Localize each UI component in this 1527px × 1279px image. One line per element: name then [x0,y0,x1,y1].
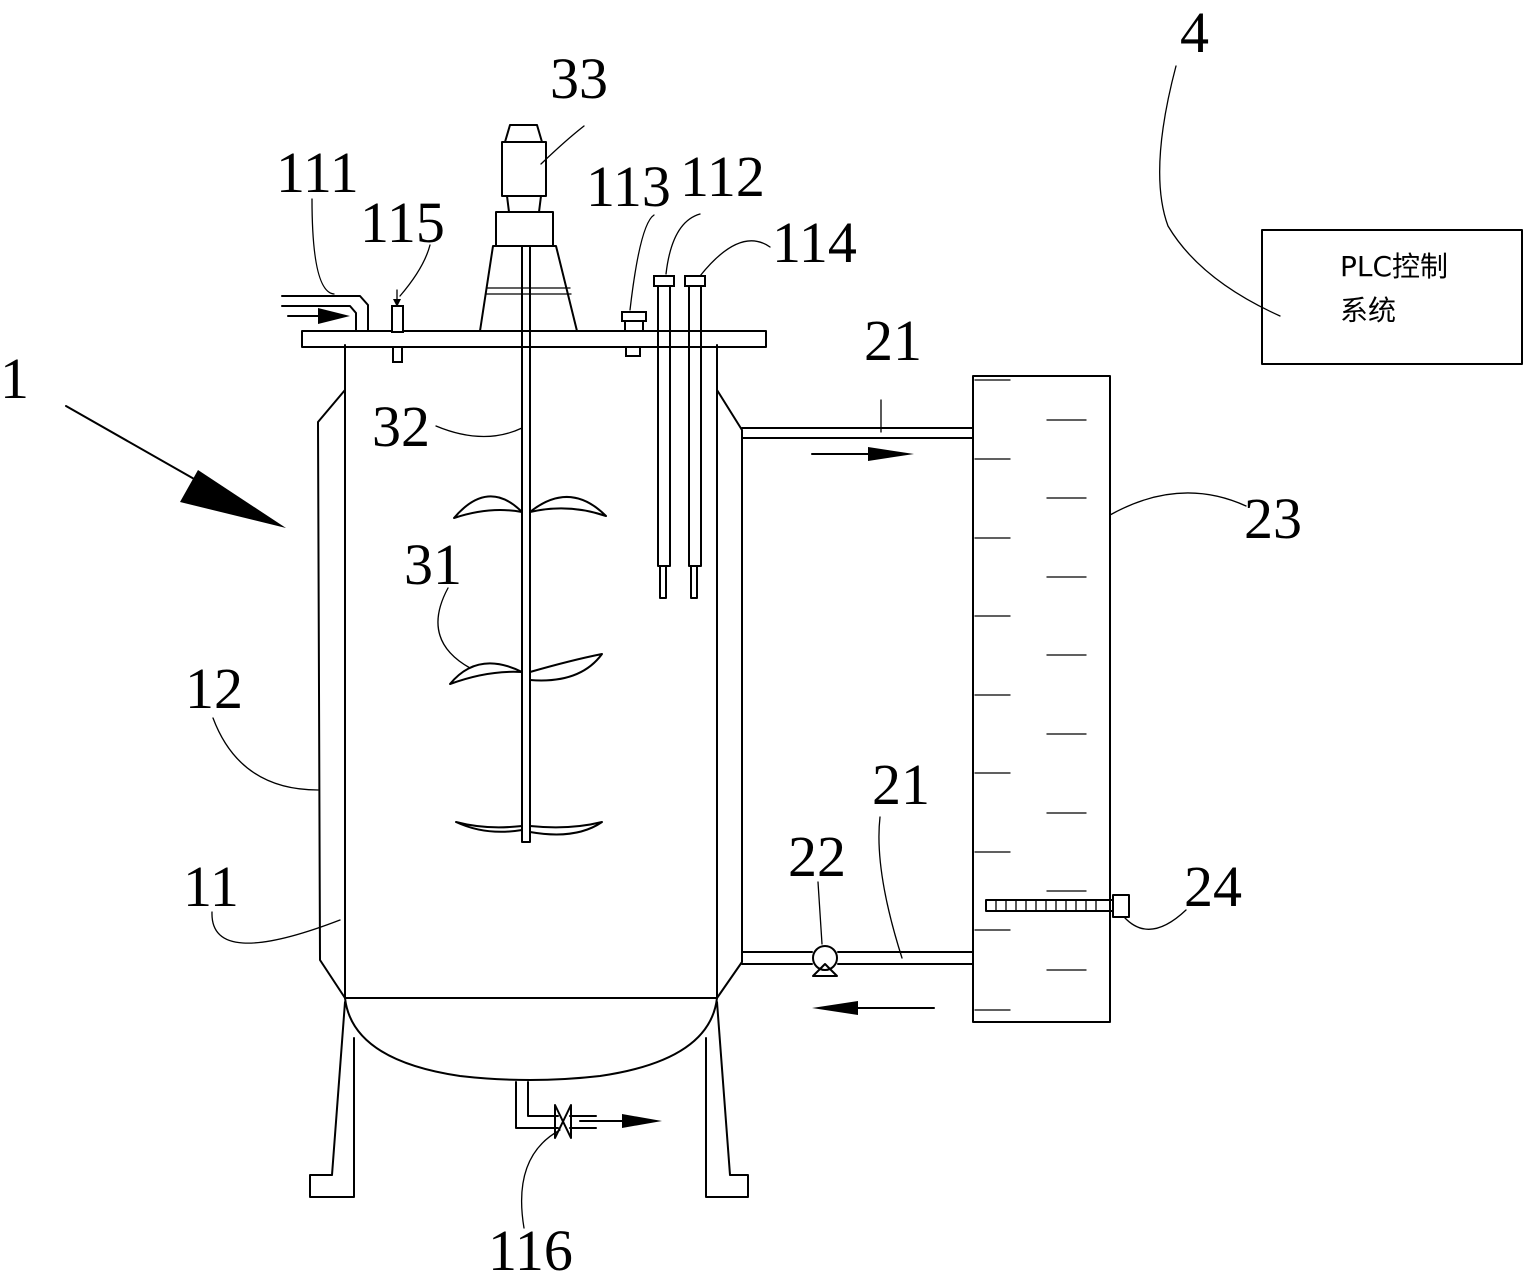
label-pipe-top: 21 [864,308,922,373]
bottom-pipe-arrow-icon [812,1001,935,1015]
top-pipe [741,427,974,439]
probe-112 [653,275,675,599]
discharge-valve-icon [554,1104,572,1139]
label-feed-inlet: 111 [276,140,359,205]
probe-113 [621,311,647,357]
label-pump: 22 [788,824,846,889]
label-discharge-valve: 116 [488,1218,573,1279]
motor-icon [495,124,554,247]
label-impeller: 31 [404,532,462,597]
bottom-pipe [741,951,974,965]
tank-pointer-arrow-icon [65,405,286,528]
plc-control-box: PLC控制 系统 [1261,229,1523,365]
motor-support [479,245,578,332]
label-probe-c: 114 [772,210,857,275]
pump-icon [812,945,838,977]
vessel-lid [301,330,767,348]
vessel-bottom-head [344,997,718,1081]
discharge-pipe [515,1081,597,1129]
discharge-arrow-icon [579,1114,662,1128]
plc-box-line2: 系统 [1340,294,1396,327]
left-leg [309,1001,355,1198]
probe-114 [684,275,706,599]
label-inner-vessel: 11 [183,854,239,919]
inner-vessel [344,344,718,999]
plc-box-line1: PLC控制 [1340,250,1448,283]
label-heater: 24 [1184,854,1242,919]
impeller-blades [449,495,607,836]
jacket-outline [317,389,743,999]
label-plc: 4 [1180,0,1209,65]
label-probe-b: 113 [586,154,671,219]
label-jacket: 12 [185,656,243,721]
heater-icon [985,894,1130,918]
label-port-115: 115 [360,190,445,255]
label-shaft: 32 [372,394,430,459]
right-leg [705,1001,749,1198]
label-tank: 1 [0,346,29,411]
label-cooling-tank: 23 [1244,486,1302,551]
feed-inlet-pipe [281,295,369,332]
leader-lines [211,65,1281,1229]
label-pipe-bottom: 21 [872,752,930,817]
port-115 [391,289,404,363]
tank-23 [972,375,1111,1023]
top-pipe-arrow-icon [811,447,914,461]
label-probe-a: 112 [680,144,765,209]
label-motor: 33 [550,46,608,111]
stirrer-shaft [521,245,531,843]
